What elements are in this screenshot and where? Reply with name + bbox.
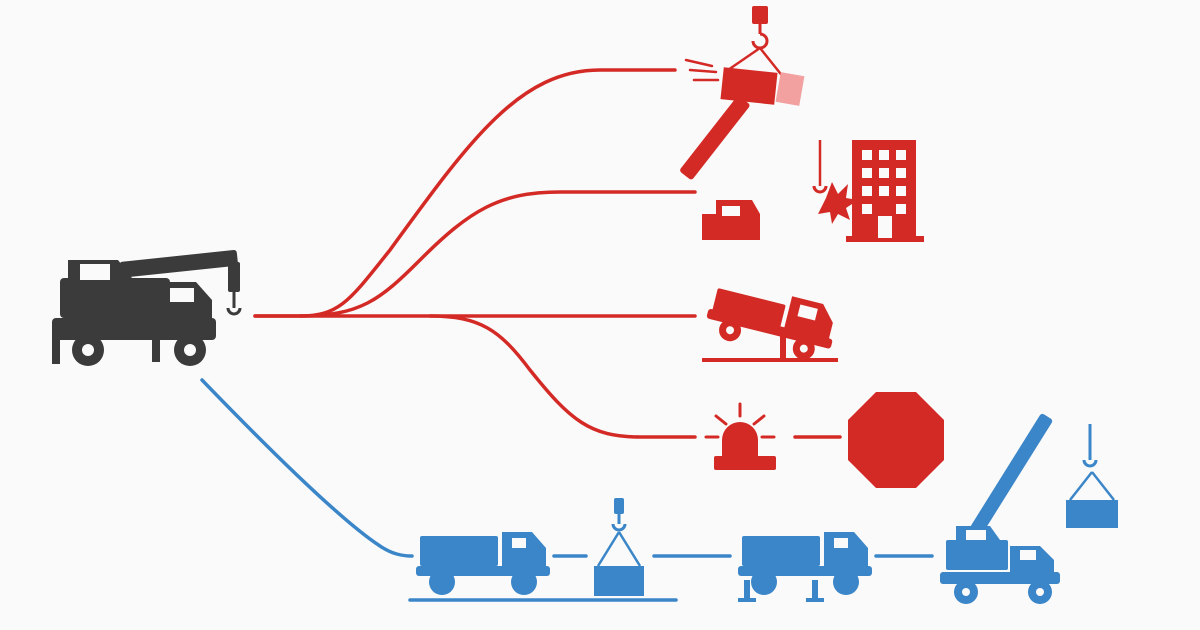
hazard-paths	[253, 68, 842, 439]
hazard-line-boom-strike	[298, 190, 697, 318]
safe-line-main	[200, 378, 414, 558]
safe-path	[200, 378, 934, 602]
hazard-line-falling-load	[253, 68, 677, 318]
suspended-load-icon	[594, 498, 644, 596]
truck-arrive-icon	[416, 532, 550, 595]
crane-tip-over-icon	[702, 288, 838, 362]
boom-strike-building-icon	[680, 96, 924, 242]
mobile-crane-truck-icon	[52, 250, 242, 366]
crane-lifting-load-icon	[940, 413, 1118, 604]
outriggers-deployed-icon	[738, 532, 872, 602]
hazard-line-emergency-stop	[428, 314, 697, 439]
falling-load-icon	[684, 6, 805, 106]
emergency-stop-icon	[704, 392, 944, 488]
